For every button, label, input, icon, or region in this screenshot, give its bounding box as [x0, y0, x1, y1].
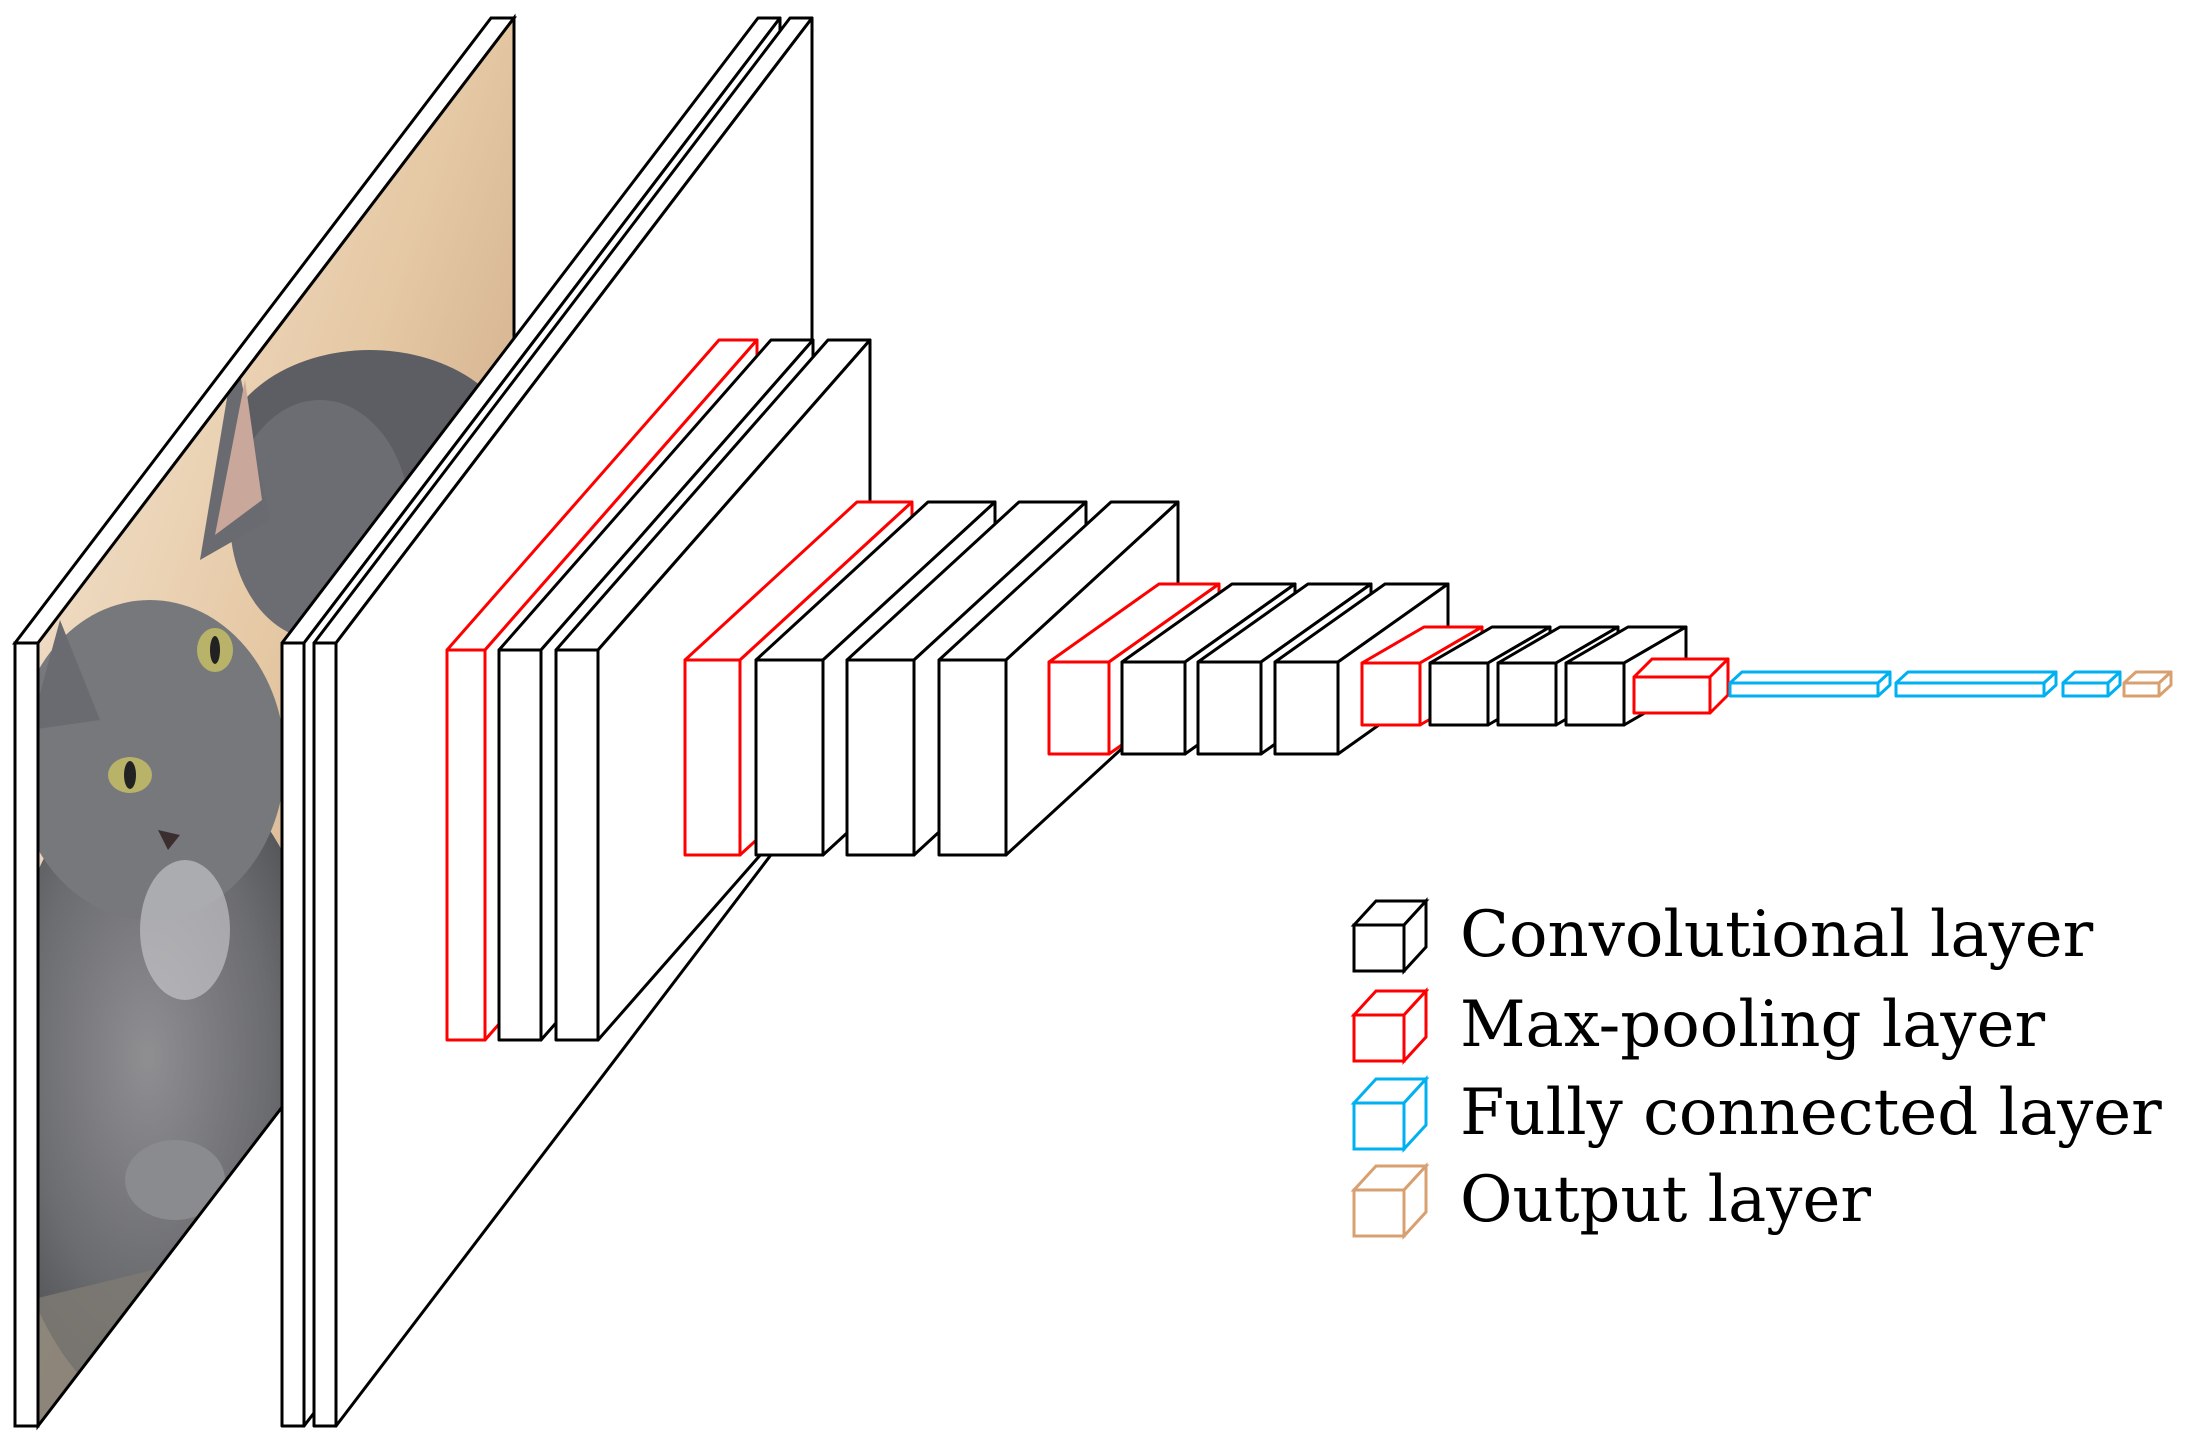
layer-blocks — [280, 16, 2173, 1428]
pool-cube-icon — [1350, 987, 1430, 1065]
legend-label: Output layer — [1460, 1163, 1871, 1237]
legend-label: Convolutional layer — [1460, 898, 2094, 972]
fc-cube-icon — [1350, 1075, 1430, 1153]
legend-item-fully-connected: Fully connected layer — [1350, 1073, 2162, 1153]
fc-layer-block — [1894, 670, 2058, 698]
conv-layer-block — [1564, 625, 1688, 727]
legend-item-max-pooling: Max-pooling layer — [1350, 985, 2045, 1065]
output-layer-block — [2122, 670, 2173, 698]
fc-layer-block — [1728, 670, 1892, 698]
output-cube-icon — [1350, 1162, 1430, 1240]
legend-item-output: Output layer — [1350, 1160, 1871, 1240]
conv-cube-icon — [1350, 897, 1430, 975]
fc-layer-block — [2061, 670, 2122, 698]
legend-label: Max-pooling layer — [1460, 988, 2046, 1062]
pool-layer-block — [1632, 657, 1730, 715]
legend-label: Fully connected layer — [1460, 1076, 2162, 1150]
legend-item-convolutional: Convolutional layer — [1350, 895, 2093, 975]
